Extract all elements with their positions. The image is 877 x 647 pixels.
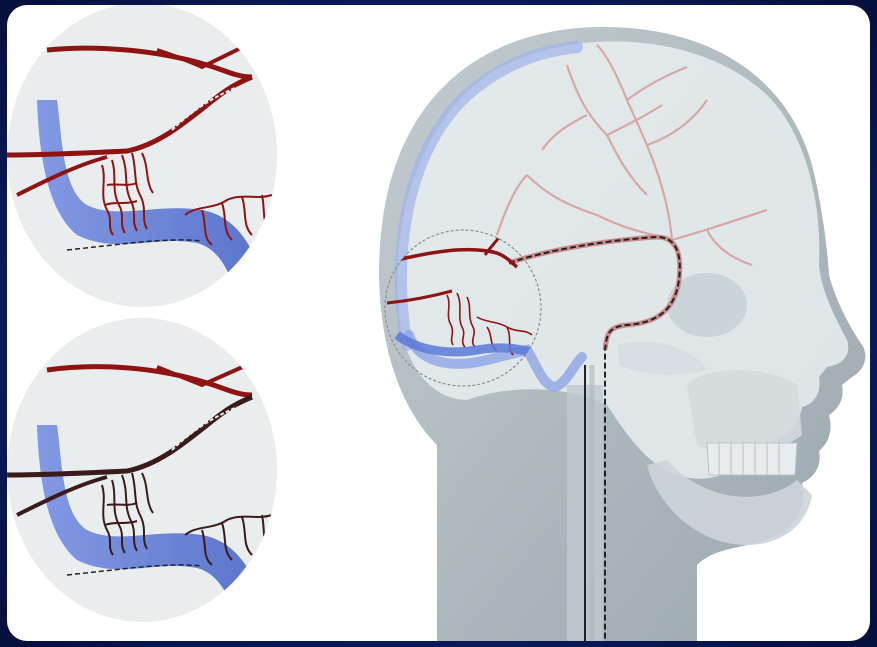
teeth — [707, 443, 797, 475]
inset-top — [7, 5, 277, 307]
inset-bottom — [7, 318, 277, 630]
illustration-panel — [7, 5, 870, 641]
medical-illustration — [7, 5, 870, 641]
head-sagittal-view — [379, 27, 865, 641]
maxilla — [687, 370, 802, 454]
